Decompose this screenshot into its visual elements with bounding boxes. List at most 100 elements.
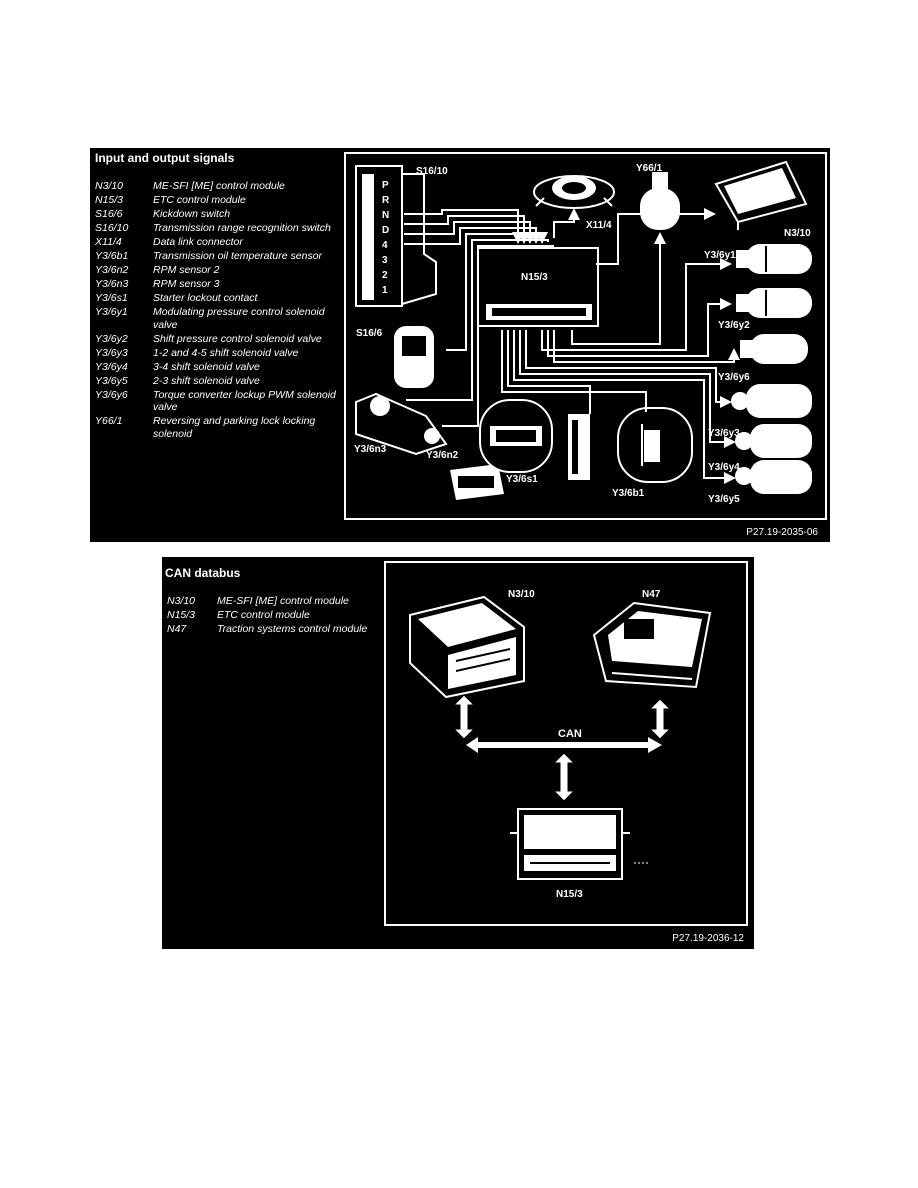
selector-position-label: R: [382, 195, 390, 206]
legend-description: Reversing and parking lock locking solen…: [153, 415, 316, 440]
y3-6y2-solenoid-valve: [736, 288, 812, 318]
legend-item: Y3/6y4 3-4 shift solenoid valve: [95, 361, 340, 374]
label-y3-6y2: Y3/6y2: [718, 320, 750, 331]
legend-item: Y3/6y6 Torque converter lockup PWM soleno…: [95, 389, 340, 414]
legend-code: Y3/6y6: [95, 388, 128, 401]
legend-description: Kickdown switch: [153, 208, 231, 220]
y3-6y6-solenoid-valve: [740, 334, 808, 364]
legend-item: Y3/6s1 Starter lockout contact: [95, 292, 340, 305]
legend-description: ETC control module: [153, 194, 246, 206]
figure-caption: P27.19-2035-06: [746, 527, 818, 538]
legend-code: Y3/6b1: [95, 250, 129, 262]
legend-description: Shift pressure control solenoid valve: [153, 332, 322, 345]
legend-code: N15/3: [95, 194, 124, 206]
wiring-harness: [404, 208, 740, 484]
selector-position-label: 2: [382, 270, 388, 281]
label-s16-6: S16/6: [356, 328, 383, 339]
figure-title: Input and output signals: [95, 151, 235, 165]
legend-code: Y66/1: [95, 415, 123, 427]
legend-code: X11/4: [95, 236, 122, 248]
label-s16-10: S16/10: [416, 166, 448, 177]
diagram-frame: N3/10 N47 CAN: [384, 561, 748, 926]
legend-description: Transmission range recognition switch: [153, 222, 331, 234]
label-n47: N47: [642, 589, 661, 600]
legend-code: Y3/6n3: [95, 278, 129, 290]
figure-caption: P27.19-2036-12: [672, 933, 744, 944]
legend-description: Starter lockout contact: [153, 292, 258, 304]
valve-body-sensors: [355, 392, 448, 456]
legend-code: Y3/6y5: [95, 374, 128, 387]
label-y3-6y3: Y3/6y3: [708, 428, 740, 439]
y3-6b1-temperature-sensor: [617, 407, 693, 483]
y66-1-locking-solenoid: [640, 172, 680, 230]
legend-description: Data link connector: [153, 236, 243, 248]
y3-6y4-solenoid-valve: [735, 424, 812, 458]
selector-position-label: P: [382, 180, 389, 191]
legend-code: Y3/6s1: [95, 292, 128, 304]
label-x11-4: X11/4: [586, 220, 612, 231]
label-y3-6y1: Y3/6y1: [704, 250, 736, 261]
y3-6y3-solenoid-valve: [731, 384, 812, 418]
label-y3-6n3: Y3/6n3: [354, 444, 387, 455]
legend-description: RPM sensor 3: [153, 278, 220, 290]
legend-item: Y3/6n3 RPM sensor 3: [95, 278, 340, 291]
can-bus-lines: [452, 694, 672, 802]
legend-item: Y3/6y1 Modulating pressure control soleno…: [95, 306, 340, 331]
label-y3-6y6: Y3/6y6: [718, 372, 750, 383]
selector-position-label: 1: [382, 285, 388, 296]
legend-code: N3/10: [167, 595, 196, 607]
label-y3-6n2: Y3/6n2: [426, 450, 459, 461]
label-y66-1: Y66/1: [636, 163, 663, 174]
legend-description: ETC control module: [217, 609, 310, 621]
gear-detail: [568, 414, 590, 480]
legend-description: Modulating pressure control solenoid val…: [153, 306, 325, 331]
label-n3-10: N3/10: [508, 589, 535, 600]
figure-title: CAN databus: [165, 566, 241, 580]
legend-code: Y3/6y4: [95, 360, 128, 373]
selector-position-label: N: [382, 210, 389, 221]
legend-item: Y3/6b1 Transmission oil temperature senso…: [95, 250, 340, 263]
selector-position-label: 4: [382, 240, 388, 251]
s16-6-kickdown-switch: [394, 326, 434, 388]
label-y3-6s1: Y3/6s1: [506, 474, 538, 485]
label-y3-6b1: Y3/6b1: [612, 488, 645, 499]
legend-item: Y66/1 Reversing and parking lock locking …: [95, 415, 340, 440]
legend-code: N15/3: [167, 609, 196, 621]
legend-description: 2-3 shift solenoid valve: [153, 374, 260, 387]
n15-3-etc-control-module: [477, 247, 599, 327]
legend-description: Torque converter lockup PWM solenoid val…: [153, 388, 336, 414]
legend-item: N15/3 ETC control module: [167, 609, 382, 622]
n3-10-control-module: [409, 595, 525, 699]
can-bus-diagram: N3/10 N47 CAN: [409, 589, 712, 900]
legend-code: Y3/6y1: [95, 306, 128, 318]
detail-inset-connector: [479, 399, 553, 473]
legend-item: Y3/6y5 2-3 shift solenoid valve: [95, 375, 340, 388]
legend-description: RPM sensor 2: [153, 264, 220, 276]
legend-description: ME-SFI [ME] control module: [153, 180, 285, 192]
y3-6y5-solenoid-valve: [735, 460, 812, 494]
legend-description: 3-4 shift solenoid valve: [153, 360, 260, 373]
label-y3-6y5: Y3/6y5: [708, 494, 740, 505]
label-can: CAN: [558, 728, 582, 740]
legend-code: N47: [167, 623, 187, 635]
n15-3-etc-control-module: [510, 808, 650, 880]
legend-description: Transmission oil temperature sensor: [153, 250, 323, 262]
selector-position-label: 3: [382, 255, 388, 266]
label-n15-3: N15/3: [556, 889, 583, 900]
n47-traction-systems-module: [592, 601, 712, 689]
label-n3-10: N3/10: [784, 228, 811, 239]
label-n15-3: N15/3: [521, 272, 548, 283]
legend-description: 1-2 and 4-5 shift solenoid valve: [153, 346, 299, 359]
